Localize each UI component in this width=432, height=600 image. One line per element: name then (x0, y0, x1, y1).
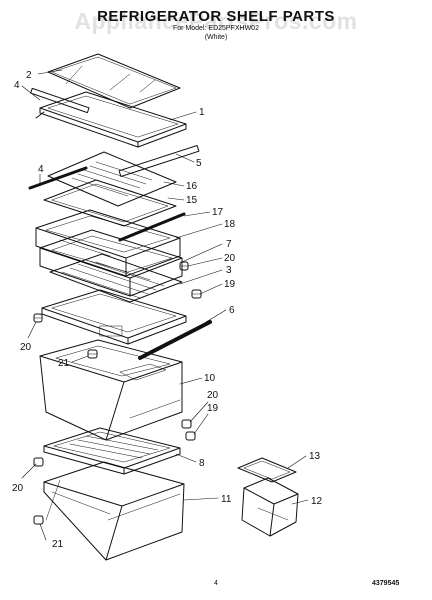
callout-c17: 17 (212, 207, 224, 218)
callout-c21a: 21 (58, 358, 70, 369)
clip-20b (33, 313, 43, 323)
callout-c3: 3 (226, 265, 232, 276)
glass-shelf (47, 53, 181, 109)
model-line: For Model: ED25PFXHW02 (173, 25, 259, 32)
leader-12 (291, 499, 309, 505)
clip-19a (191, 289, 202, 299)
leader-21a (71, 355, 89, 363)
pan-upper (35, 209, 181, 277)
callout-c20d: 20 (12, 483, 24, 494)
lower-drawer (43, 461, 185, 561)
leader-21b (39, 523, 47, 541)
leader-20b (27, 321, 37, 339)
leader-17 (183, 211, 211, 217)
leader-2 (37, 69, 63, 75)
bin (241, 477, 299, 537)
callout-c15: 15 (186, 195, 198, 206)
callout-c19b: 19 (207, 403, 219, 414)
clip-20a (179, 261, 189, 271)
leader-18 (175, 223, 223, 239)
callout-c1: 1 (199, 107, 205, 118)
leader-5 (175, 153, 195, 163)
leader-6 (205, 309, 227, 323)
color-line: (White) (204, 34, 228, 41)
callout-c21b: 21 (52, 539, 64, 550)
callout-c13: 13 (309, 451, 321, 462)
leader-11 (183, 497, 219, 501)
crisper-cover-frame (43, 179, 177, 227)
callout-c19a: 19 (224, 279, 236, 290)
shelf-trim-strip (30, 87, 90, 114)
leader-19a (199, 283, 223, 295)
callout-c4b: 4 (38, 164, 44, 175)
shelf-frame (35, 91, 187, 148)
leader-20a (187, 257, 223, 267)
leader-7 (181, 243, 223, 263)
callout-c4a: 4 (14, 80, 20, 91)
callout-c7: 7 (226, 239, 232, 250)
callout-c8: 8 (199, 458, 205, 469)
leader-1 (169, 111, 197, 121)
leader-21-to-drawer-a (45, 479, 61, 521)
crisper-cover-frame-lower (41, 289, 187, 345)
callout-c10: 10 (204, 373, 216, 384)
watermark-text: AppliancePartsPros.com (74, 8, 358, 34)
leader-8 (175, 453, 197, 463)
crisper-drawer (39, 339, 183, 441)
page-title: REFRIGERATOR SHELF PARTS (97, 8, 335, 25)
cover-trim-strip (28, 166, 88, 190)
clip-20d (33, 457, 44, 467)
document-part-number: 4379545 (372, 580, 400, 587)
crisper-cover (49, 253, 183, 303)
clip-20c (181, 419, 192, 429)
crisper-shelf (43, 427, 181, 475)
leader-3 (179, 269, 223, 285)
callout-c11: 11 (221, 494, 232, 505)
callout-c18: 18 (224, 219, 236, 230)
crisper-slide (138, 320, 212, 360)
leader-20c (189, 401, 209, 423)
crisper-rail (118, 212, 186, 242)
callout-c6: 6 (229, 305, 235, 316)
clip-21b (33, 515, 44, 525)
pan-middle (39, 229, 183, 297)
crisper-glass-cover (47, 151, 177, 207)
callout-c16: 16 (186, 181, 198, 192)
leader-15 (167, 197, 185, 201)
leader-16 (163, 181, 185, 187)
leader-19b (193, 413, 209, 435)
clip-21a (87, 349, 98, 359)
leader-10 (179, 377, 203, 385)
bin-lid (237, 457, 297, 483)
leader-20d (21, 463, 37, 479)
page-number: 4 (214, 580, 218, 587)
callout-c2a: 2 (26, 70, 32, 81)
callout-c12: 12 (311, 496, 323, 507)
clip-19b (185, 431, 196, 441)
callout-c20a: 20 (224, 253, 236, 264)
callout-c5: 5 (196, 158, 202, 169)
callout-c20b: 20 (20, 342, 32, 353)
leader-13 (287, 455, 307, 469)
shelf-end-trim (118, 144, 200, 178)
callout-c20c: 20 (207, 390, 219, 401)
leader-4a (21, 85, 41, 101)
